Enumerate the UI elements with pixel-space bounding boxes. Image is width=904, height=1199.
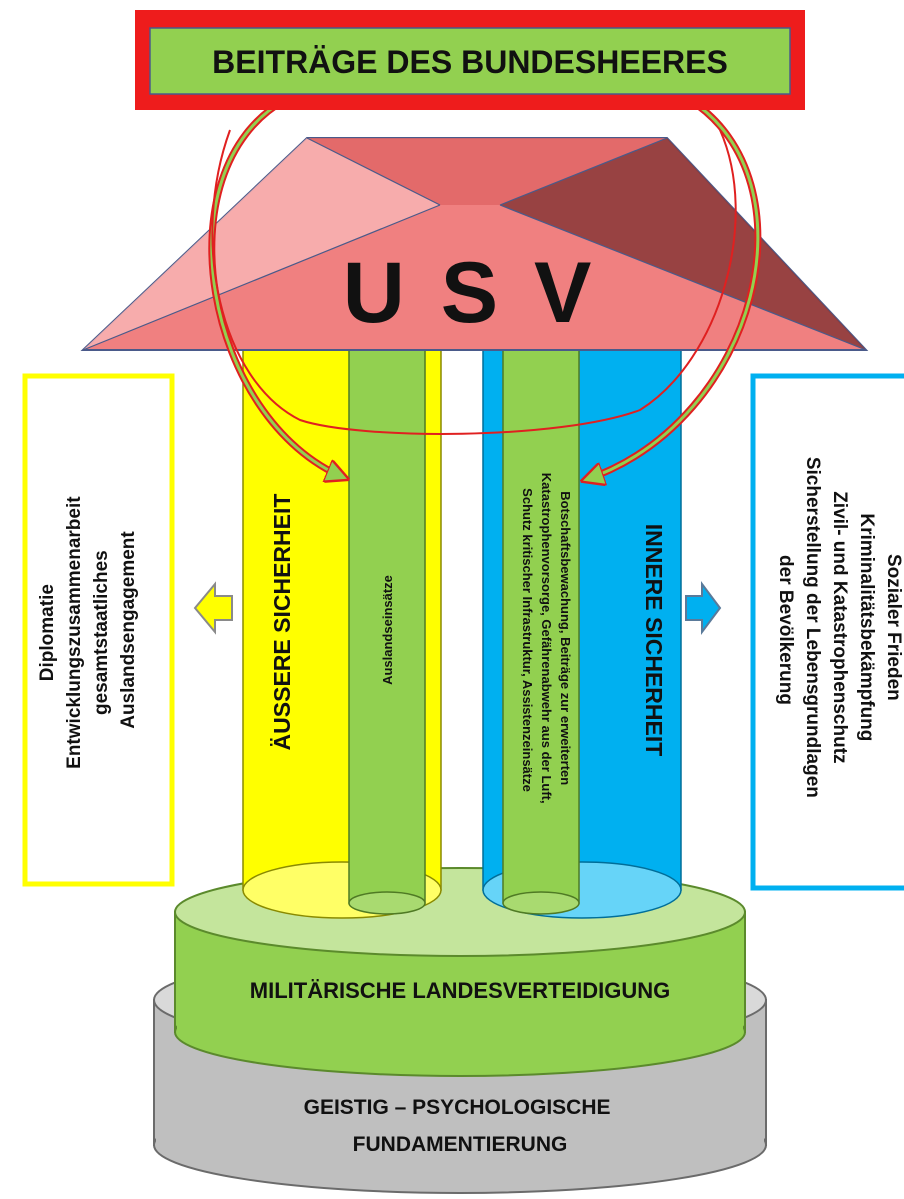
green-pillar-left: [348, 344, 426, 915]
svg-text:Diplomatie Entwicklungsz: Diplomatie Entwicklungszusammenarbeit ge…: [37, 491, 139, 769]
pillar-outer-label: ÄUSSERE SICHERHEIT: [269, 494, 295, 751]
base-green-label: MILITÄRISCHE LANDESVERTEIDIGUNG: [250, 978, 670, 1003]
left-box-line-2: Entwicklungszusammenarbeit: [64, 496, 85, 769]
left-info-box: Diplomatie Entwicklungszusammenarbeit ge…: [22, 373, 175, 887]
left-box-line-4: Auslandsengagement: [118, 531, 139, 729]
right-box-line-4: Sicherstellung der Lebensgrundlagen: [802, 457, 823, 798]
right-box-line-3: Zivil- und Katastrophenschutz: [829, 491, 850, 763]
svg-text:Sozialer Frieden Krimina: Sozialer Frieden Kriminalitätsbekämpfung…: [775, 457, 904, 803]
green-right-line-3: Schutz kritischer Infrastruktur, Assiste…: [520, 488, 535, 792]
base-grey-line-1: GEISTIG – PSYCHOLOGISCHE: [304, 1096, 611, 1119]
usv-label: U S V: [343, 245, 598, 341]
svg-text:Botschaftsbewachung, Beiträge: Botschaftsbewachung, Beiträge zur erweit…: [520, 473, 573, 807]
base-grey-line-2: FUNDAMENTIERUNG: [353, 1133, 568, 1156]
left-box-line-3: gesamtstaatliches: [91, 550, 112, 715]
right-arrow-icon: [685, 581, 722, 635]
green-right-line-2: Katastrophenvorsorge, Gefährenabwehr aus…: [539, 473, 554, 804]
green-right-line-1: Botschaftsbewachung, Beiträge zur erweit…: [558, 491, 573, 785]
right-box-line-2: Kriminalitätsbekämpfung: [856, 513, 877, 741]
green-left-label: Auslandseinsätze: [380, 575, 395, 685]
left-box-line-1: Diplomatie: [37, 584, 58, 681]
pillar-inner-label: INNERE SICHERHEIT: [641, 524, 667, 757]
right-box-line-1: Sozialer Frieden: [883, 554, 904, 701]
title-text: BEITRÄGE DES BUNDESHEERES: [212, 44, 728, 80]
contribution-arrows: [208, 96, 762, 480]
svg-text:GEISTIG – PSYCHOLOGISCHE F: GEISTIG – PSYCHOLOGISCHE FUNDAMENTIERUNG: [304, 1096, 617, 1156]
left-arrow-icon: [193, 581, 233, 635]
roof: [80, 137, 869, 351]
right-info-box: Sozialer Frieden Kriminalitätsbekämpfung…: [750, 373, 904, 891]
right-box-line-5: der Bevölkerung: [775, 555, 796, 705]
title-box: BEITRÄGE DES BUNDESHEERES: [135, 10, 805, 110]
green-pillar-right: [502, 344, 580, 915]
